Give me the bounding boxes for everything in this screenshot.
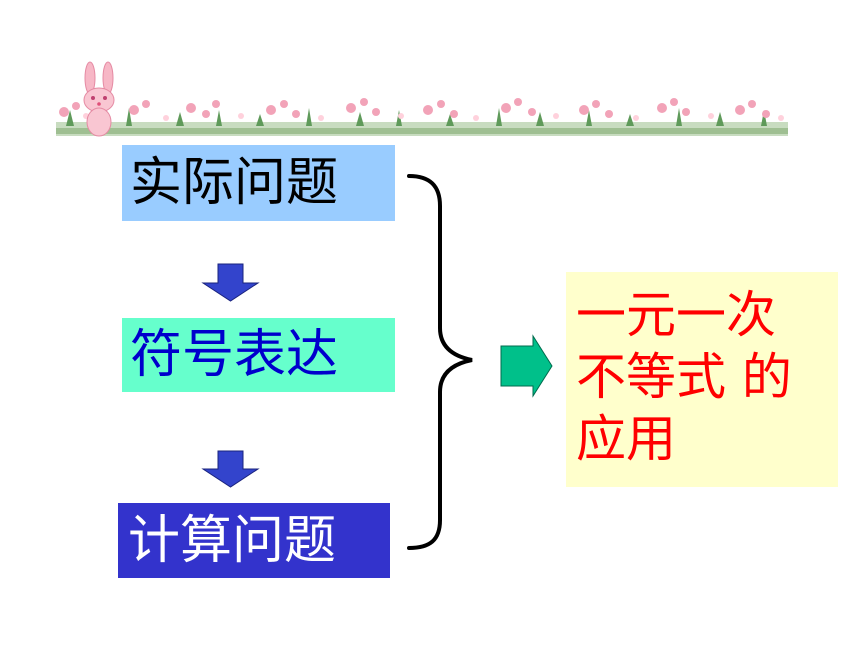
right-arrow-icon [500, 334, 553, 398]
step-label: 符号表达 [130, 325, 339, 385]
right-brace-icon [407, 174, 473, 550]
flower-border [56, 61, 788, 137]
step-box-calculation: 计算问题 [118, 503, 390, 578]
result-line: 不等式 的 [576, 348, 792, 406]
down-arrow-icon [201, 263, 260, 302]
down-arrow-icon [201, 450, 260, 488]
step-label: 实际问题 [130, 153, 339, 213]
step-box-symbolic-expression: 符号表达 [122, 318, 395, 392]
result-line: 一元一次 [576, 286, 776, 344]
step-label: 计算问题 [128, 510, 337, 571]
result-box: 一元一次 不等式 的 应用 [566, 272, 838, 487]
result-line: 应用 [576, 410, 676, 468]
step-box-real-problem: 实际问题 [122, 145, 395, 221]
bunny-icon [83, 61, 115, 137]
